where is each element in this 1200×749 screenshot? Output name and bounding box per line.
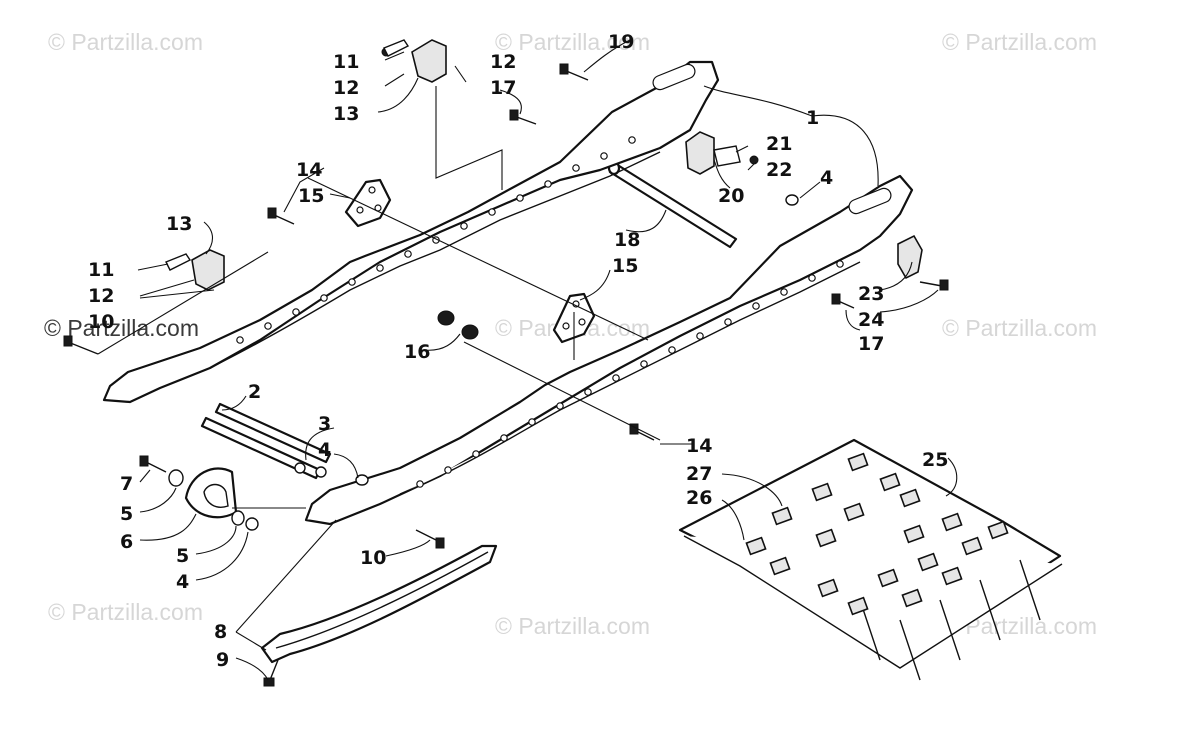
callout-26: 26 [686, 487, 712, 509]
callout-25: 25 [922, 449, 948, 471]
watermark: © Partzilla.com [942, 315, 1097, 341]
callout-17: 17 [858, 333, 884, 355]
idler-wheel [168, 467, 245, 526]
callout-14: 14 [686, 435, 712, 457]
watermark: © Partzilla.com [48, 29, 203, 55]
callout-14: 14 [296, 159, 322, 181]
callout-10: 10 [88, 311, 114, 333]
stopper-block [165, 249, 225, 291]
callout-18: 18 [614, 229, 640, 251]
stopper-block [685, 131, 759, 175]
bolts [63, 63, 949, 687]
callout-21: 21 [766, 133, 792, 155]
callout-22: 22 [766, 159, 792, 181]
callout-5: 5 [120, 503, 133, 525]
leader-lines [97, 39, 958, 681]
left-slide-rail [102, 60, 720, 404]
rail-holes [236, 136, 636, 344]
callout-23: 23 [858, 283, 884, 305]
mounting-bracket [344, 178, 392, 228]
callout-16: 16 [404, 341, 430, 363]
watermark: © Partzilla.com [495, 29, 650, 55]
callout-24: 24 [858, 309, 884, 331]
callout-20: 20 [718, 185, 744, 207]
stopper-block [897, 234, 923, 280]
callout-11: 11 [88, 259, 114, 281]
stopper-block [381, 39, 447, 83]
watermark: © Partzilla.com [942, 29, 1097, 55]
callout-12: 12 [490, 51, 516, 73]
callout-5: 5 [176, 545, 189, 567]
watermark: © Partzilla.com [48, 599, 203, 625]
callout-15: 15 [298, 185, 324, 207]
callout-4: 4 [820, 167, 833, 189]
callout-labels: 1 2 3 4 4 4 5 5 6 7 8 9 10 10 11 11 12 1… [88, 31, 948, 671]
watermark: © Partzilla.com [495, 613, 650, 639]
callout-6: 6 [120, 531, 133, 553]
callout-13: 13 [333, 103, 359, 125]
callout-27: 27 [686, 463, 712, 485]
callout-3: 3 [318, 413, 331, 435]
callout-2: 2 [248, 381, 261, 403]
callout-4: 4 [318, 439, 331, 461]
callout-10: 10 [360, 547, 386, 569]
spacer-nut [245, 194, 799, 531]
callout-13: 13 [166, 213, 192, 235]
callout-11: 11 [333, 51, 359, 73]
callout-12: 12 [88, 285, 114, 307]
callout-17: 17 [490, 77, 516, 99]
callout-1: 1 [806, 107, 819, 129]
callout-7: 7 [120, 473, 133, 495]
callout-8: 8 [214, 621, 227, 643]
front-cross-shafts [200, 402, 332, 480]
rail-holes [416, 260, 844, 488]
callout-19: 19 [608, 31, 634, 53]
callout-15: 15 [612, 255, 638, 277]
callout-9: 9 [216, 649, 229, 671]
right-slide-rail [304, 174, 914, 526]
callout-12: 12 [333, 77, 359, 99]
wear-strip [260, 544, 498, 664]
callout-4: 4 [176, 571, 189, 593]
